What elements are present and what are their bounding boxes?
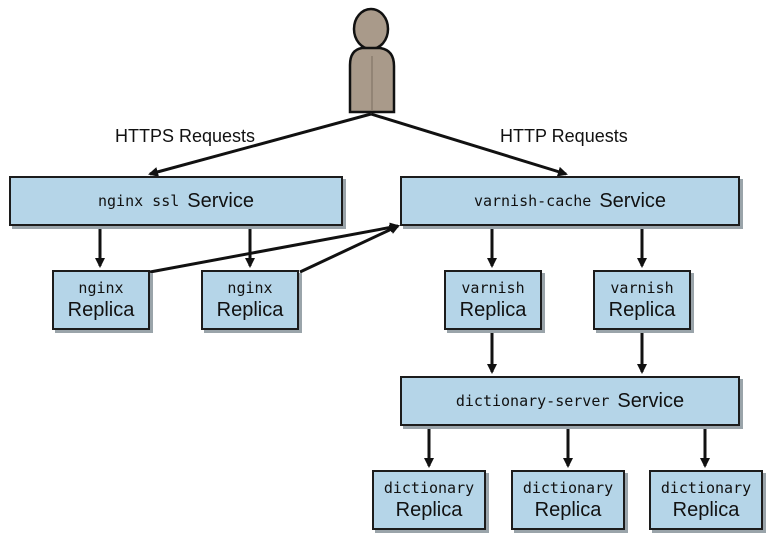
replica-name: dictionary bbox=[383, 478, 475, 497]
nginx-replica-2-to-varnish bbox=[299, 224, 400, 274]
https-request-arrow bbox=[148, 112, 372, 177]
service-kind: Service bbox=[599, 189, 667, 212]
replica-name: dictionary bbox=[522, 478, 614, 497]
dictionary-replica-2: dictionary Replica bbox=[511, 470, 625, 530]
replica-name: varnish bbox=[461, 278, 525, 297]
replica-name: dictionary bbox=[660, 478, 752, 497]
service-kind: Service bbox=[617, 389, 685, 412]
replica-kind: Replica bbox=[216, 298, 284, 321]
nginx-replica-1: nginx Replica bbox=[52, 270, 150, 330]
nginx-replica-2: nginx Replica bbox=[201, 270, 299, 330]
replica-name: nginx bbox=[227, 278, 273, 297]
user-silhouette-icon bbox=[348, 7, 396, 114]
dictionary-replica-1: dictionary Replica bbox=[372, 470, 486, 530]
https-requests-label: HTTPS Requests bbox=[115, 126, 256, 146]
service-kind: Service bbox=[187, 189, 254, 212]
replica-kind: Replica bbox=[608, 298, 676, 321]
replica-kind: Replica bbox=[67, 298, 135, 321]
varnish-cache-service: varnish-cache Service bbox=[400, 176, 740, 226]
dictionary-replica-3: dictionary Replica bbox=[649, 470, 763, 530]
replica-name: varnish bbox=[610, 278, 674, 297]
replica-kind: Replica bbox=[672, 498, 740, 521]
dictionary-server-service: dictionary-server Service bbox=[400, 376, 740, 426]
replica-kind: Replica bbox=[395, 498, 463, 521]
http-request-arrow bbox=[370, 112, 568, 177]
http-requests-label: HTTP Requests bbox=[500, 126, 628, 146]
nginx-replica-1-to-varnish bbox=[149, 222, 400, 274]
nginx-ssl-service: nginx ssl Service bbox=[9, 176, 343, 226]
replica-kind: Replica bbox=[459, 298, 527, 321]
service-name: dictionary-server bbox=[455, 392, 610, 410]
varnish-replica-2: varnish Replica bbox=[593, 270, 691, 330]
service-name: varnish-cache bbox=[473, 192, 592, 210]
replica-name: nginx bbox=[78, 278, 124, 297]
varnish-replica-1: varnish Replica bbox=[444, 270, 542, 330]
replica-kind: Replica bbox=[534, 498, 602, 521]
service-name: nginx ssl bbox=[98, 192, 180, 210]
